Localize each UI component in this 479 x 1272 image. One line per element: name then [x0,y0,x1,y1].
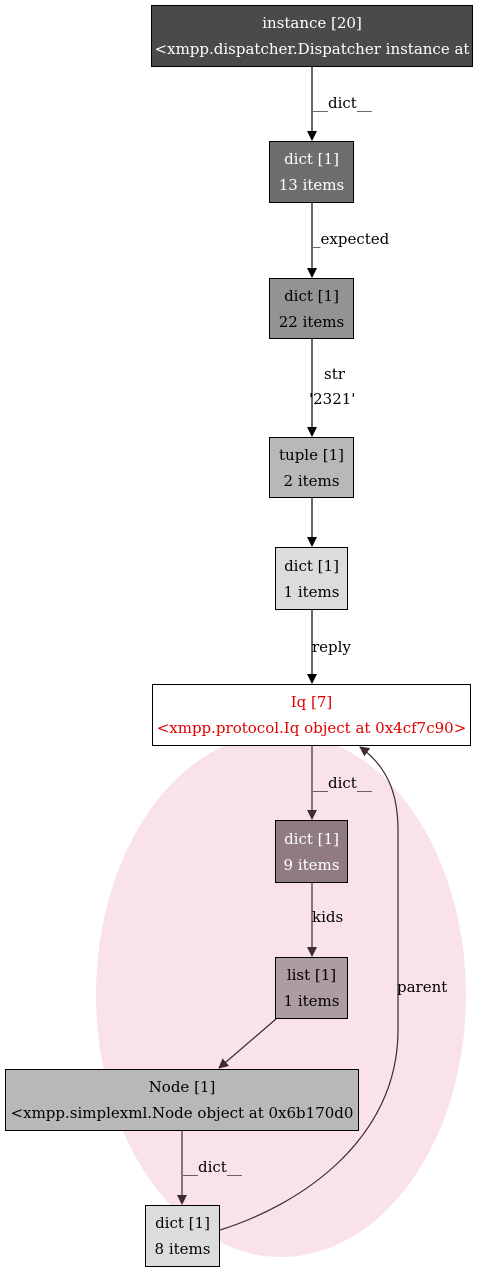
node-iq-subtitle: <xmpp.protocol.Iq object at 0x4cf7c90> [156,719,467,737]
node-dict-13-subtitle: 13 items [278,176,345,194]
node-list-subtitle: 1 items [283,992,340,1010]
node-instance-title: instance [20] [262,14,362,32]
node-dict-8-subtitle: 8 items [154,1240,211,1258]
node-list: list [1] 1 items [275,957,348,1019]
edge-dict8-iq [219,746,399,1231]
node-instance: instance [20] <xmpp.dispatcher.Dispatche… [151,5,473,67]
node-dict-1: dict [1] 1 items [275,547,348,610]
node-dict-22-title: dict [1] [284,286,339,305]
node-simplexml-node-subtitle: <xmpp.simplexml.Node object at 0x6b170d0 [10,1104,354,1122]
node-dict-8: dict [1] 8 items [145,1205,220,1267]
node-tuple-subtitle: 2 items [283,471,340,490]
edge-label-expected: _expected [313,230,390,248]
edge-label-kids: kids [312,908,344,926]
edge-label-parent: parent [397,978,448,996]
node-dict-9: dict [1] 9 items [275,820,348,883]
node-list-title: list [1] [286,966,337,984]
node-tuple-title: tuple [1] [279,445,344,464]
node-dict-1-subtitle: 1 items [283,582,340,601]
node-dict-13: dict [1] 13 items [269,141,354,203]
node-tuple: tuple [1] 2 items [269,437,354,498]
node-dict-22-subtitle: 22 items [278,312,345,331]
node-iq: Iq [7] <xmpp.protocol.Iq object at 0x4cf… [152,684,471,746]
edge-label-node-dict: __dict__ [183,1158,242,1176]
node-instance-subtitle: <xmpp.dispatcher.Dispatcher instance at [154,40,470,58]
node-dict-13-title: dict [1] [284,150,339,168]
edge-label-iq-dict: __dict__ [313,774,372,792]
edge-label-str: str [324,365,345,383]
node-dict-1-title: dict [1] [284,556,339,575]
node-dict-9-subtitle: 9 items [283,855,340,874]
node-simplexml-node-title: Node [1] [148,1078,216,1096]
node-iq-title: Iq [7] [290,693,333,711]
node-simplexml-node: Node [1] <xmpp.simplexml.Node object at … [5,1069,359,1131]
edge-label-reply: reply [312,638,351,656]
edge-label-str-value: '2321' [309,390,356,408]
edge-list-node [218,1018,277,1069]
node-dict-8-title: dict [1] [155,1214,210,1232]
edge-label-dict: __dict__ [313,94,372,112]
node-dict-9-title: dict [1] [284,829,339,848]
node-dict-22: dict [1] 22 items [269,278,354,339]
